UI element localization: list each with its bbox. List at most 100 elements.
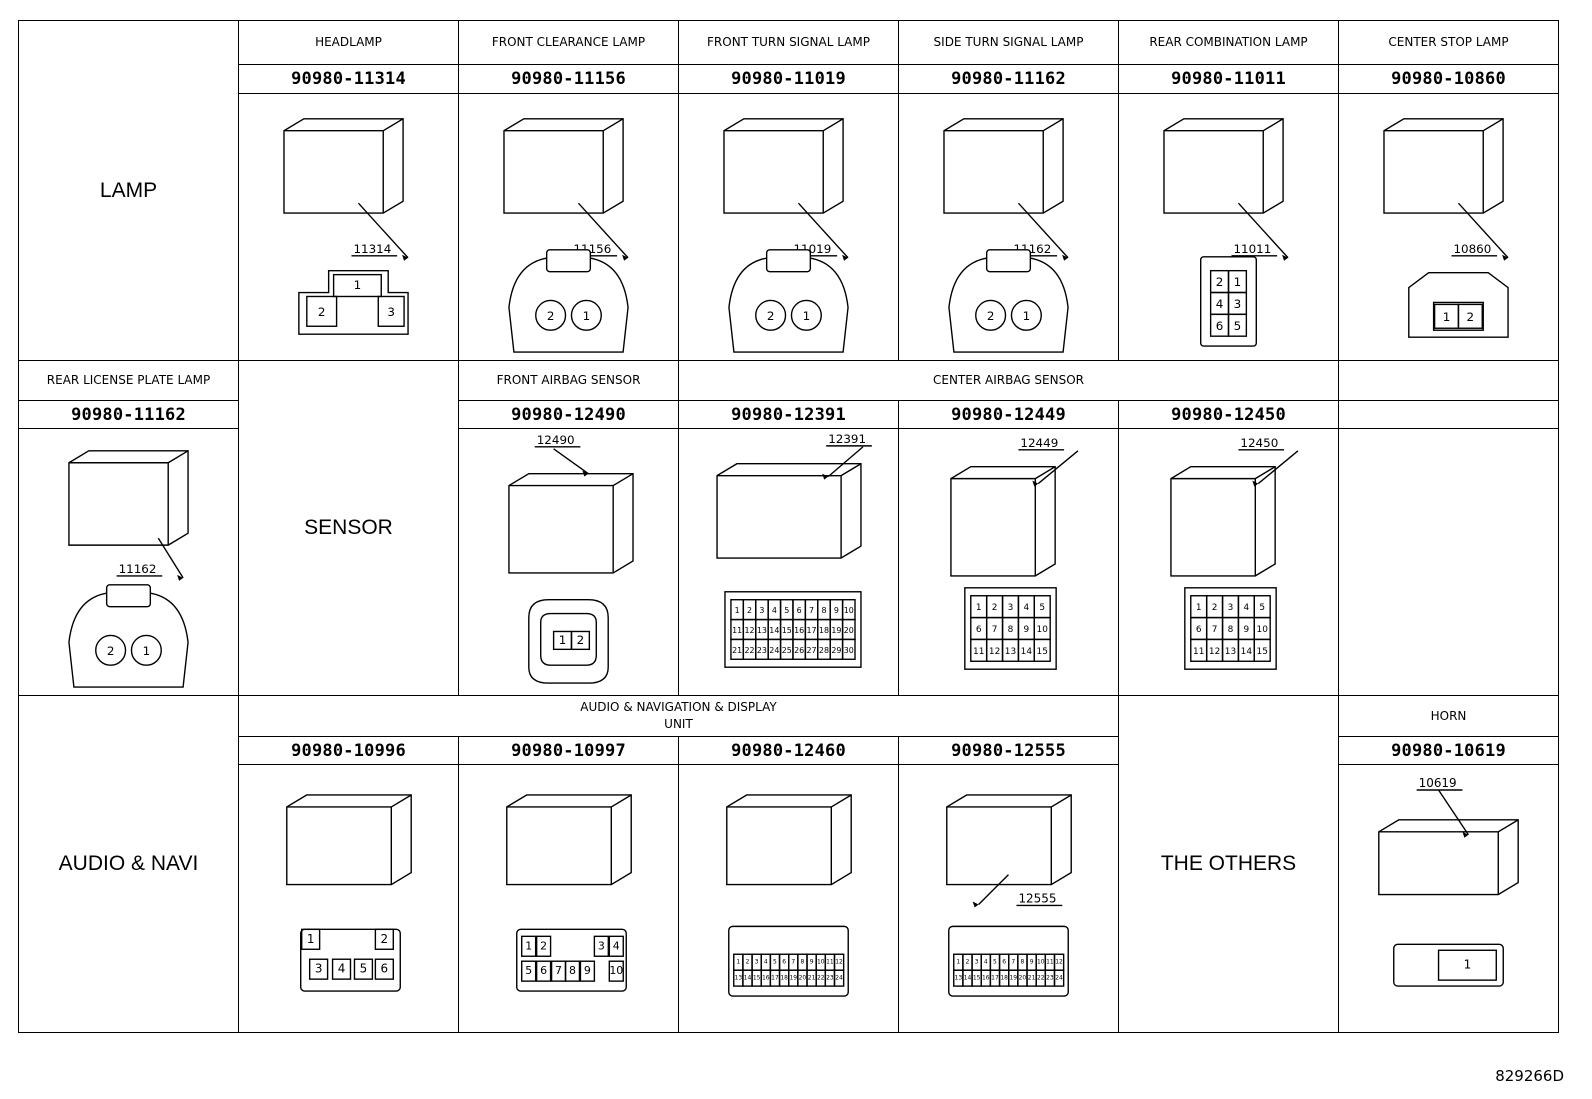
pin-number: 21 [732,646,742,655]
callout-label: 11011 [1233,242,1271,256]
pin-number: 24 [835,975,843,982]
pin-number: 17 [807,626,817,635]
connector-drawing-90980-10619: 10619 1 [1338,764,1559,1033]
pin-number: 16 [762,975,770,982]
header-90980-11314-text: HEADLAMP [315,35,382,49]
pin-number: 10 [817,959,825,966]
pin-number: 20 [1019,975,1027,982]
pin-number: 7 [809,606,814,615]
part-number-90980-12555-text: 90980-12555 [951,740,1066,761]
pin-number: 3 [1234,297,1242,311]
pin-face: 1 [1393,943,1504,987]
part-number-90980-12449: 90980-12449 [898,400,1119,429]
pin-number: 18 [1000,975,1008,982]
pin-number: 3 [1228,603,1234,613]
pin-number: 13 [955,975,963,982]
connector-body [1163,118,1284,214]
pin-number: 2 [1467,310,1475,324]
header-front-airbag-sensor: FRONT AIRBAG SENSOR [458,360,679,401]
header-90980-11314: HEADLAMP [238,20,459,65]
header-90980-11156-text: FRONT CLEARANCE LAMP [491,35,646,49]
pin-number: 15 [1037,647,1048,657]
pin-number: 2 [107,644,115,658]
pin-number: 2 [987,309,995,323]
pin-number: 2 [966,959,970,966]
category-lamp-text: LAMP [99,178,158,202]
pin-number: 3 [759,606,764,615]
pin-number: 5 [360,962,368,976]
header-empty [1338,360,1559,401]
header-rear-license-plate-lamp-text: REAR LICENSE PLATE LAMP [46,373,211,387]
part-callout: 12450 [1238,436,1299,487]
pin-number: 2 [547,309,555,323]
callout-label: 12555 [1018,891,1056,905]
pin-number: 7 [555,964,562,977]
header-90980-11011: REAR COMBINATION LAMP [1118,20,1339,65]
part-number-90980-12490-text: 90980-12490 [511,404,626,425]
pin-number: 8 [569,964,576,977]
connector-body [286,794,412,886]
header-90980-11162-text: SIDE TURN SIGNAL LAMP [933,35,1084,49]
pin-number: 24 [1055,975,1063,982]
part-number-90980-10860-text: 90980-10860 [1391,69,1506,89]
connector-body [946,794,1072,886]
pin-number: 1 [354,278,362,292]
header-horn-text: HORN [1430,708,1467,723]
pin-number: 13 [1225,647,1236,657]
category-the-others-text: THE OTHERS [1160,852,1297,875]
pin-number: 1 [143,644,151,658]
part-number-90980-10997-text: 90980-10997 [511,740,626,761]
callout-label: 10619 [1419,776,1457,790]
pin-number: 3 [387,305,395,319]
pin-number: 9 [834,606,839,615]
pin-number: 20 [799,975,807,982]
part-callout: 12449 [1018,436,1079,487]
pin-number: 15 [753,975,761,982]
pin-number: 2 [318,305,326,319]
pin-number: 1 [956,959,960,966]
pin-number: 6 [976,625,982,635]
header-audio-navigation-display-unit-text: AUDIO & NAVIGATION & DISPLAY [580,700,777,714]
part-number-license: 90980-11162 [18,400,239,429]
pin-face: 1 2 3 [298,269,409,335]
header-90980-11019-text: FRONT TURN SIGNAL LAMP [707,35,870,49]
connector-body [1170,466,1276,577]
pin-number: 2 [540,939,547,952]
header-horn: HORN [1338,695,1559,737]
pin-number: 4 [1244,603,1250,613]
pin-number: 15 [1257,647,1268,657]
pin-number: 21 [1028,975,1036,982]
category-sensor: SENSOR [238,360,459,696]
pin-number: 4 [1024,603,1030,613]
pin-number: 22 [1037,975,1045,982]
pin-number: 9 [584,964,591,977]
pin-number: 27 [807,646,817,655]
part-number-90980-12555: 90980-12555 [898,736,1119,765]
pin-number: 10 [1037,625,1049,635]
pin-number: 3 [755,959,759,966]
header-audio-navigation-display-unit: AUDIO & NAVIGATION & DISPLAY UNIT [238,695,1119,737]
pin-number: 22 [817,975,825,982]
pin-number: 7 [1011,959,1015,966]
pin-number: 4 [772,606,777,615]
part-number-empty [1338,400,1559,429]
header-audio-unit-line2: UNIT [664,717,693,731]
pin-number: 6 [1196,625,1202,635]
pin-number: 28 [819,646,829,655]
pin-number: 11 [732,626,742,635]
pin-number: 6 [540,964,547,977]
